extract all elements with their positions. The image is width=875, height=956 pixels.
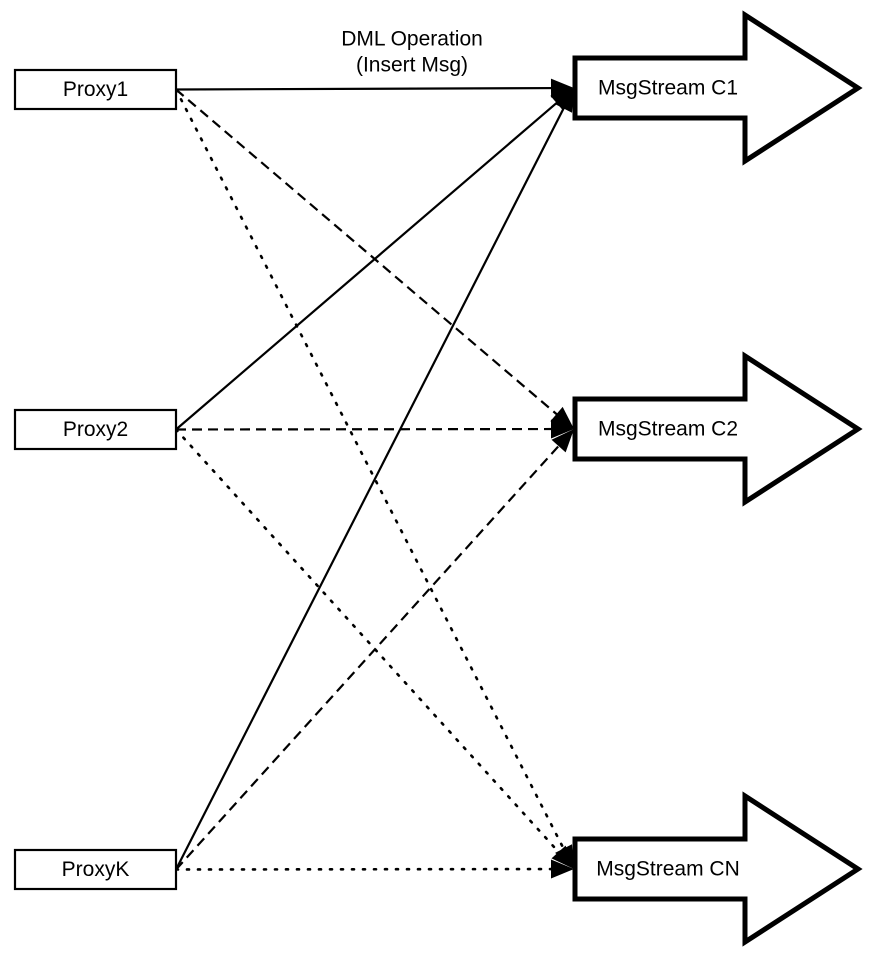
arrowhead-proxy2-to-c2 [550, 419, 574, 439]
arrowhead-proxyK-to-cn [550, 859, 574, 879]
msgstream-arrow-shape-c2 [572, 351, 863, 507]
arrowheads-group [550, 78, 574, 879]
proxy-box-proxy2 [13, 408, 178, 451]
streams-group: MsgStream C1 MsgStream C2 MsgStream CN [572, 10, 863, 947]
edge-proxy2-to-cn [174, 428, 565, 859]
proxy-node-proxyK[interactable]: ProxyK [13, 848, 178, 891]
edge-proxyK-to-c1 [175, 102, 568, 870]
msgstream-node-c1[interactable]: MsgStream C1 [572, 10, 863, 166]
edge-proxy1-to-cn [174, 88, 568, 856]
edge-proxy1-to-c2 [175, 88, 563, 420]
msgstream-label-cn: MsgStream CN [596, 858, 740, 881]
msgstream-arrow-shape-cn [572, 791, 863, 947]
edge-proxyK-to-c2 [175, 440, 564, 871]
edge-label-line2: (Insert Msg) [356, 54, 468, 77]
proxy-node-proxy1[interactable]: Proxy1 [13, 68, 178, 111]
edge-label-dml-operation: DML Operation (Insert Msg) [341, 28, 483, 77]
msgstream-node-cn[interactable]: MsgStream CN [572, 791, 863, 947]
edge-label-line1: DML Operation [341, 28, 483, 51]
msgstream-label-c2: MsgStream C2 [598, 418, 738, 441]
proxy-box-proxy1 [13, 68, 178, 111]
proxy-label-proxy1: Proxy1 [63, 78, 128, 101]
msgstream-node-c2[interactable]: MsgStream C2 [572, 351, 863, 507]
edge-proxy1-to-c1 [175, 86, 558, 91]
arrowhead-proxyK-to-c2 [551, 429, 574, 453]
msgstream-arrow-shape-c1 [572, 10, 863, 166]
proxy-label-proxy2: Proxy2 [63, 418, 128, 441]
arrowhead-proxyK-to-c1 [555, 88, 574, 113]
edge-proxy2-to-c1 [175, 97, 563, 431]
arrowhead-proxy1-to-c2 [550, 406, 574, 429]
proxy-box-proxyK [13, 848, 178, 891]
arrowhead-proxy1-to-c1 [550, 78, 574, 98]
msgstream-label-c1: MsgStream C1 [598, 77, 738, 100]
proxy-node-proxy2[interactable]: Proxy2 [13, 408, 178, 451]
edges-group [174, 86, 568, 871]
arrowhead-proxy2-to-cn [551, 845, 574, 869]
proxy-label-proxyK: ProxyK [62, 858, 130, 881]
